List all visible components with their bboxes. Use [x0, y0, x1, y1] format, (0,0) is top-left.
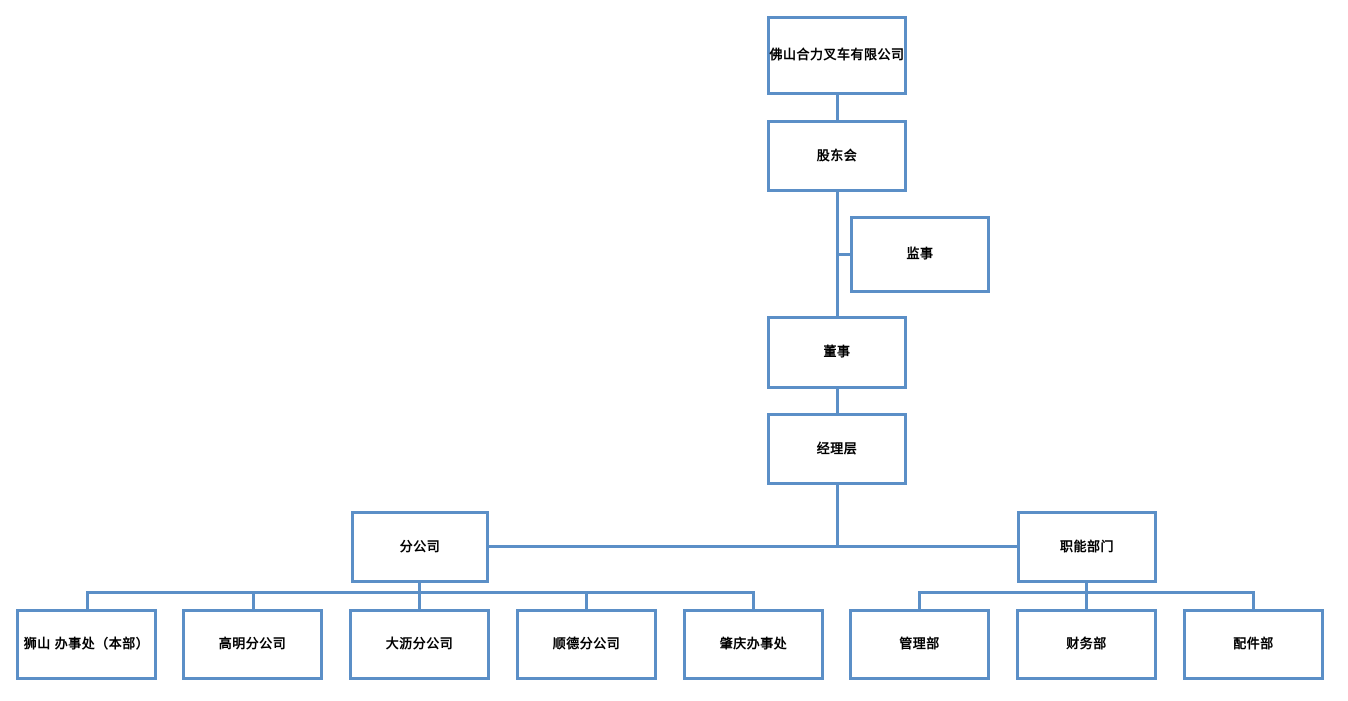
connector-branch-child-4-drop — [752, 591, 755, 610]
node-branch-child-gaoming[interactable]: 高明分公司 — [182, 609, 323, 680]
connector-branch-group-drop — [418, 582, 421, 594]
node-function-child-finance-dept[interactable]: 财务部 — [1016, 609, 1157, 680]
connector-function-child-1-drop — [1085, 591, 1088, 610]
node-management[interactable]: 经理层 — [767, 413, 907, 485]
node-branch-child-gaoming-label: 高明分公司 — [218, 636, 287, 652]
connector-branch-child-0-drop — [86, 591, 89, 610]
connector-function-child-2-drop — [1252, 591, 1255, 610]
node-branch-child-shishan[interactable]: 狮山 办事处（本部） — [16, 609, 157, 680]
node-director-label: 董事 — [823, 344, 851, 360]
node-branch-group[interactable]: 分公司 — [351, 511, 489, 583]
node-supervisor-label: 监事 — [906, 246, 934, 262]
node-director[interactable]: 董事 — [767, 316, 907, 389]
node-management-label: 经理层 — [816, 440, 858, 456]
node-function-child-parts-dept[interactable]: 配件部 — [1183, 609, 1324, 680]
connector-trunk-to-supervisor — [836, 253, 854, 256]
node-branch-child-shunde[interactable]: 顺德分公司 — [516, 609, 657, 680]
node-company[interactable]: 佛山合力叉车有限公司 — [767, 16, 907, 95]
node-function-child-parts-dept-label: 配件部 — [1233, 636, 1274, 652]
node-branch-child-shishan-label: 狮山 办事处（本部） — [23, 636, 150, 652]
connector-branch-child-2-drop — [418, 591, 421, 610]
node-company-label: 佛山合力叉车有限公司 — [769, 47, 905, 63]
node-branch-child-zhaoqing-label: 肇庆办事处 — [719, 636, 788, 652]
node-function-group-label: 职能部门 — [1059, 538, 1114, 554]
node-branch-child-dali[interactable]: 大沥分公司 — [349, 609, 490, 680]
node-shareholders[interactable]: 股东会 — [767, 120, 907, 192]
node-branch-group-label: 分公司 — [399, 538, 441, 554]
node-function-child-management-dept[interactable]: 管理部 — [849, 609, 990, 680]
node-branch-child-dali-label: 大沥分公司 — [385, 636, 454, 652]
connector-branch-child-3-drop — [585, 591, 588, 610]
node-function-group[interactable]: 职能部门 — [1017, 511, 1157, 583]
connector-function-child-0-drop — [918, 591, 921, 610]
node-shareholders-label: 股东会 — [816, 147, 858, 163]
node-branch-child-shunde-label: 顺德分公司 — [552, 636, 621, 652]
node-function-child-management-dept-label: 管理部 — [899, 636, 940, 652]
connector-management-to-level5-bus — [836, 484, 839, 546]
connector-company-to-shareholders — [836, 94, 839, 122]
node-branch-child-zhaoqing[interactable]: 肇庆办事处 — [683, 609, 824, 680]
connector-branch-child-1-drop — [252, 591, 255, 610]
connector-director-to-management — [836, 388, 839, 414]
connector-function-group-drop — [1085, 582, 1088, 594]
node-supervisor[interactable]: 监事 — [850, 216, 990, 293]
connector-level5-bus — [489, 545, 1018, 548]
node-function-child-finance-dept-label: 财务部 — [1066, 636, 1107, 652]
